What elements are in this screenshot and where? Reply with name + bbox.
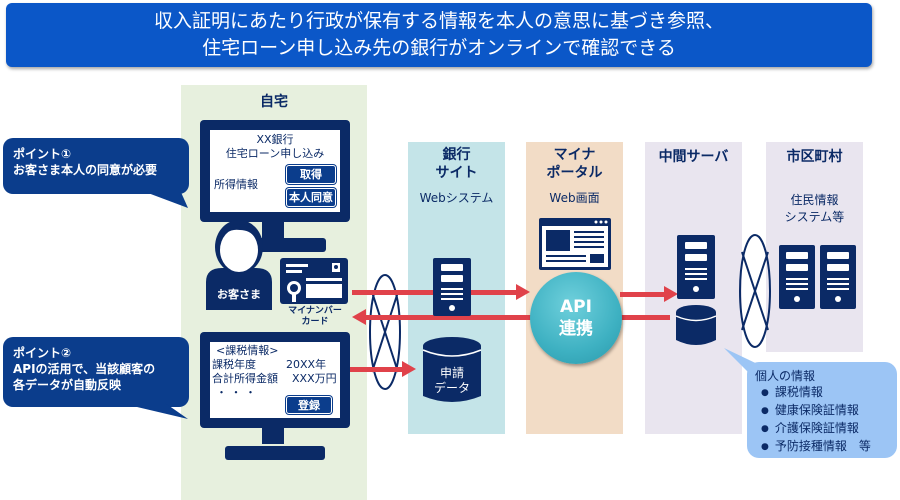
portal-title-line-1: マイナ: [553, 147, 596, 163]
bank-server-icon: [433, 258, 471, 316]
application-data-db-icon: [422, 337, 482, 402]
my-number-card-icon: [280, 258, 348, 304]
arrowhead-to-portal: [516, 284, 530, 300]
callout-2-line-3: 各データが自動反映: [13, 378, 122, 392]
my-number-card-label: マイナンバー カード: [278, 306, 352, 328]
tax-year-value: 20XX年: [286, 358, 327, 371]
application-data-label: 申請 データ: [421, 366, 483, 396]
total-income-label: 合計所得金額: [212, 372, 278, 385]
title-banner: 収入証明にあたり行政が保有する情報を本人の意思に基づき参照、 住宅ローン申し込み…: [6, 3, 872, 67]
db-label-line-1: 申請: [439, 366, 464, 380]
portal-subtitle: Web画面: [549, 191, 600, 205]
municipality-subtitle-line-1: 住民情報: [790, 193, 839, 207]
monitor-1-stand: [262, 222, 284, 240]
arrow-portal-to-card: [366, 315, 532, 320]
callout-2-line-2: APIの活用で、当該顧客の: [13, 362, 156, 376]
api-integration-circle: API 連携: [530, 272, 622, 364]
callout-2-tail: [120, 403, 188, 419]
personal-info-item: 健康保険証情報: [761, 402, 889, 420]
web-screen-icon: [539, 218, 611, 270]
loan-application-label: 住宅ローン申し込み: [225, 147, 325, 160]
portal-title-line-2: ポータル: [546, 165, 603, 181]
municipality-server-1-icon: [779, 245, 815, 309]
monitor-2-stand: [262, 428, 284, 444]
api-label-line-2: 連携: [559, 319, 593, 339]
firewall-1-icon: [369, 274, 401, 390]
arrowhead-to-middle-server: [664, 286, 678, 302]
customer-icon: お客さま: [200, 212, 278, 310]
column-home-title: 自宅: [260, 94, 288, 110]
middle-server-icon: [677, 235, 715, 299]
bank-subtitle: Webシステム: [419, 191, 494, 205]
income-info-label: 所得情報: [214, 178, 258, 191]
api-label-line-1: API: [560, 297, 592, 317]
banner-line-1: 収入証明にあたり行政が保有する情報を本人の意思に基づき参照、: [153, 10, 724, 32]
monitor-application: XX銀行 住宅ローン申し込み 所得情報 取得 本人同意: [200, 120, 350, 222]
personal-info-title: 個人の情報: [755, 369, 816, 383]
tax-year-label: 課税年度: [212, 358, 256, 371]
tax-info-header: <課税情報>: [216, 344, 279, 357]
callout-1-tail: [140, 190, 188, 208]
municipality-subtitle-line-2: システム等: [784, 210, 845, 224]
bank-title-line-1: 銀行: [442, 147, 471, 163]
arrowhead-to-application-data: [402, 361, 416, 377]
consent-button[interactable]: 本人同意: [286, 188, 336, 207]
total-income-value: XXX万円: [292, 372, 337, 385]
card-label-line-2: カード: [301, 317, 329, 327]
bank-name: XX銀行: [256, 133, 294, 146]
municipality-title: 市区町村: [786, 149, 843, 165]
bank-title-line-2: サイト: [435, 165, 478, 181]
callout-1-line-2: お客さま本人の同意が必要: [13, 163, 158, 177]
arrow-api-to-middle-server: [620, 292, 666, 297]
arrowhead-to-card: [352, 309, 366, 325]
callout-point-2: ポイント② APIの活用で、当該顧客の 各データが自動反映: [3, 337, 189, 407]
more-ellipsis: ・ ・ ・: [216, 386, 256, 399]
customer-label: お客さま: [217, 288, 261, 301]
personal-info-item: 予防接種情報 等: [761, 438, 889, 456]
monitor-2-base: [225, 446, 325, 460]
arrow-to-application-data: [350, 367, 404, 372]
personal-info-list: 課税情報 健康保険証情報 介護保険証情報 予防接種情報 等: [755, 384, 889, 456]
callout-point-1: ポイント① お客さま本人の同意が必要: [3, 138, 189, 194]
register-button[interactable]: 登録: [286, 396, 332, 414]
card-label-line-1: マイナンバー: [288, 306, 342, 316]
middle-server-db-icon: [675, 305, 717, 345]
callout-1-line-1: ポイント①: [13, 147, 72, 161]
tax-info-screen: <課税情報> 課税年度 20XX年 合計所得金額 XXX万円 ・ ・ ・ 登録: [210, 342, 340, 418]
column-middle-server: 中間サーバ: [645, 142, 742, 434]
application-screen: XX銀行 住宅ローン申し込み 所得情報 取得 本人同意: [210, 130, 340, 212]
personal-info-item: 介護保険証情報: [761, 420, 889, 438]
firewall-2-icon: [739, 234, 771, 348]
monitor-tax-info: <課税情報> 課税年度 20XX年 合計所得金額 XXX万円 ・ ・ ・ 登録: [200, 332, 350, 428]
middle-server-title: 中間サーバ: [658, 149, 729, 165]
get-button[interactable]: 取得: [286, 165, 336, 184]
arrow-middle-server-to-api: [620, 315, 670, 320]
personal-info-bubble: 個人の情報 課税情報 健康保険証情報 介護保険証情報 予防接種情報 等: [747, 362, 897, 458]
db-label-line-2: データ: [433, 381, 470, 395]
personal-info-item: 課税情報: [761, 384, 889, 402]
banner-line-2: 住宅ローン申し込み先の銀行がオンラインで確認できる: [202, 37, 676, 59]
callout-2-line-1: ポイント②: [13, 346, 72, 360]
municipality-server-2-icon: [820, 245, 856, 309]
